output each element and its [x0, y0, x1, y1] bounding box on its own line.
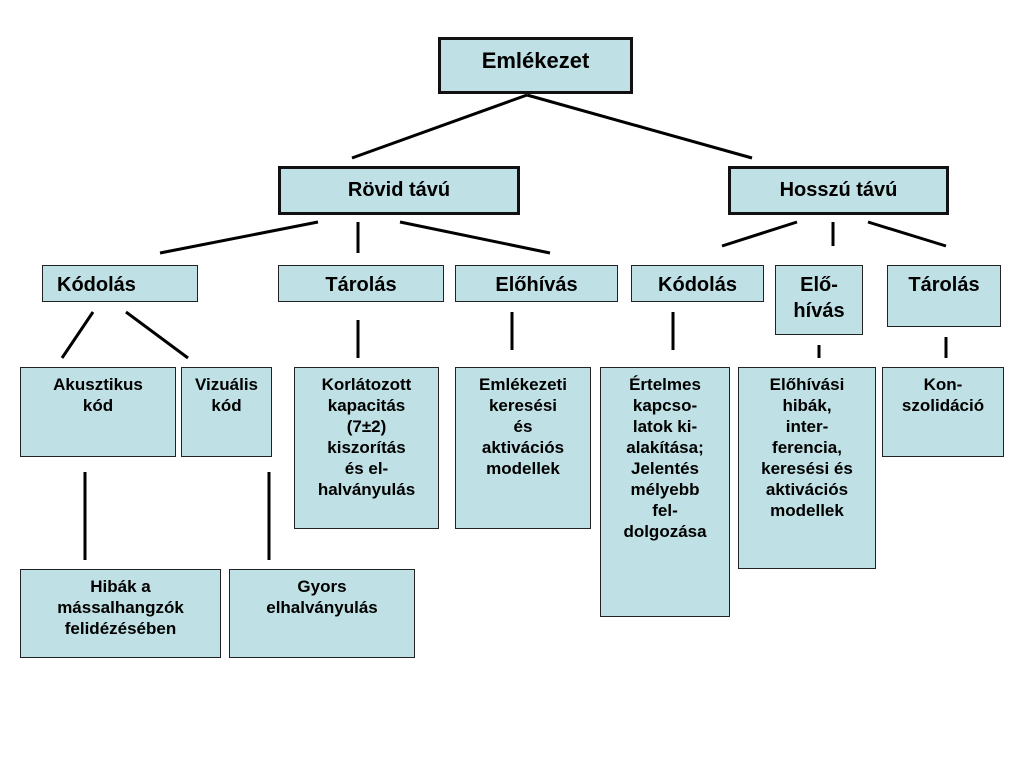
node-lt-retrieval-label: Elő- hívás: [793, 274, 845, 322]
node-acoustic-errors-label: Hibák a mássalhangzók felidézésében: [57, 577, 184, 638]
node-visual-decay: Gyors elhalványulás: [229, 569, 415, 658]
edge-long-coding: [721, 220, 798, 248]
node-st-storage-label: Tárolás: [325, 274, 397, 296]
edge-long-storage: [867, 220, 947, 248]
node-acoustic-code-label: Akusztikus kód: [53, 375, 143, 415]
node-lt-storage-detail: Kon- szolidáció: [882, 367, 1004, 457]
node-acoustic-code: Akusztikus kód: [20, 367, 176, 457]
node-st-coding-label: Kódolás: [57, 274, 136, 296]
edge-root-short: [351, 93, 528, 160]
node-memory-label: Emlékezet: [481, 48, 590, 73]
node-visual-code-label: Vizuális kód: [195, 375, 258, 415]
node-st-storage: Tárolás: [278, 265, 444, 302]
node-lt-storage-label: Tárolás: [908, 274, 980, 296]
node-memory: Emlékezet: [438, 37, 633, 94]
node-lt-retrieval: Elő- hívás: [775, 265, 863, 335]
edge-short-retrieval: [399, 220, 551, 255]
node-lt-storage-detail-label: Kon- szolidáció: [901, 375, 985, 415]
node-st-storage-detail: Korlátozott kapacitás (7±2) kiszorítás é…: [294, 367, 439, 529]
edge-root-long: [526, 93, 753, 160]
node-acoustic-errors: Hibák a mássalhangzók felidézésében: [20, 569, 221, 658]
node-short-term: Rövid távú: [278, 166, 520, 215]
node-visual-decay-label: Gyors elhalványulás: [266, 577, 378, 617]
node-st-retrieval-detail-label: Emlékezeti keresési és aktivációs modell…: [479, 375, 567, 478]
node-visual-code: Vizuális kód: [181, 367, 272, 457]
node-long-term-label: Hosszú távú: [779, 179, 898, 201]
node-st-coding: Kódolás: [42, 265, 198, 302]
node-long-term: Hosszú távú: [728, 166, 949, 215]
node-st-storage-detail-label: Korlátozott kapacitás (7±2) kiszorítás é…: [317, 375, 416, 499]
node-st-retrieval-label: Előhívás: [495, 274, 578, 296]
node-st-retrieval-detail: Emlékezeti keresési és aktivációs modell…: [455, 367, 591, 529]
node-lt-storage: Tárolás: [887, 265, 1001, 327]
node-lt-retrieval-detail-label: Előhívási hibák, inter- ferencia, keresé…: [761, 375, 853, 520]
node-lt-coding-detail-label: Értelmes kapcso- latok ki- alakítása; Je…: [623, 375, 707, 541]
node-lt-coding-label: Kódolás: [658, 274, 737, 296]
node-lt-coding: Kódolás: [631, 265, 764, 302]
node-st-retrieval: Előhívás: [455, 265, 618, 302]
node-short-term-label: Rövid távú: [347, 179, 451, 201]
edge-coding-visual: [125, 310, 189, 360]
edge-short-coding: [159, 220, 319, 255]
node-lt-retrieval-detail: Előhívási hibák, inter- ferencia, keresé…: [738, 367, 876, 569]
node-lt-coding-detail: Értelmes kapcso- latok ki- alakítása; Je…: [600, 367, 730, 617]
edge-coding-acoustic: [60, 311, 95, 359]
